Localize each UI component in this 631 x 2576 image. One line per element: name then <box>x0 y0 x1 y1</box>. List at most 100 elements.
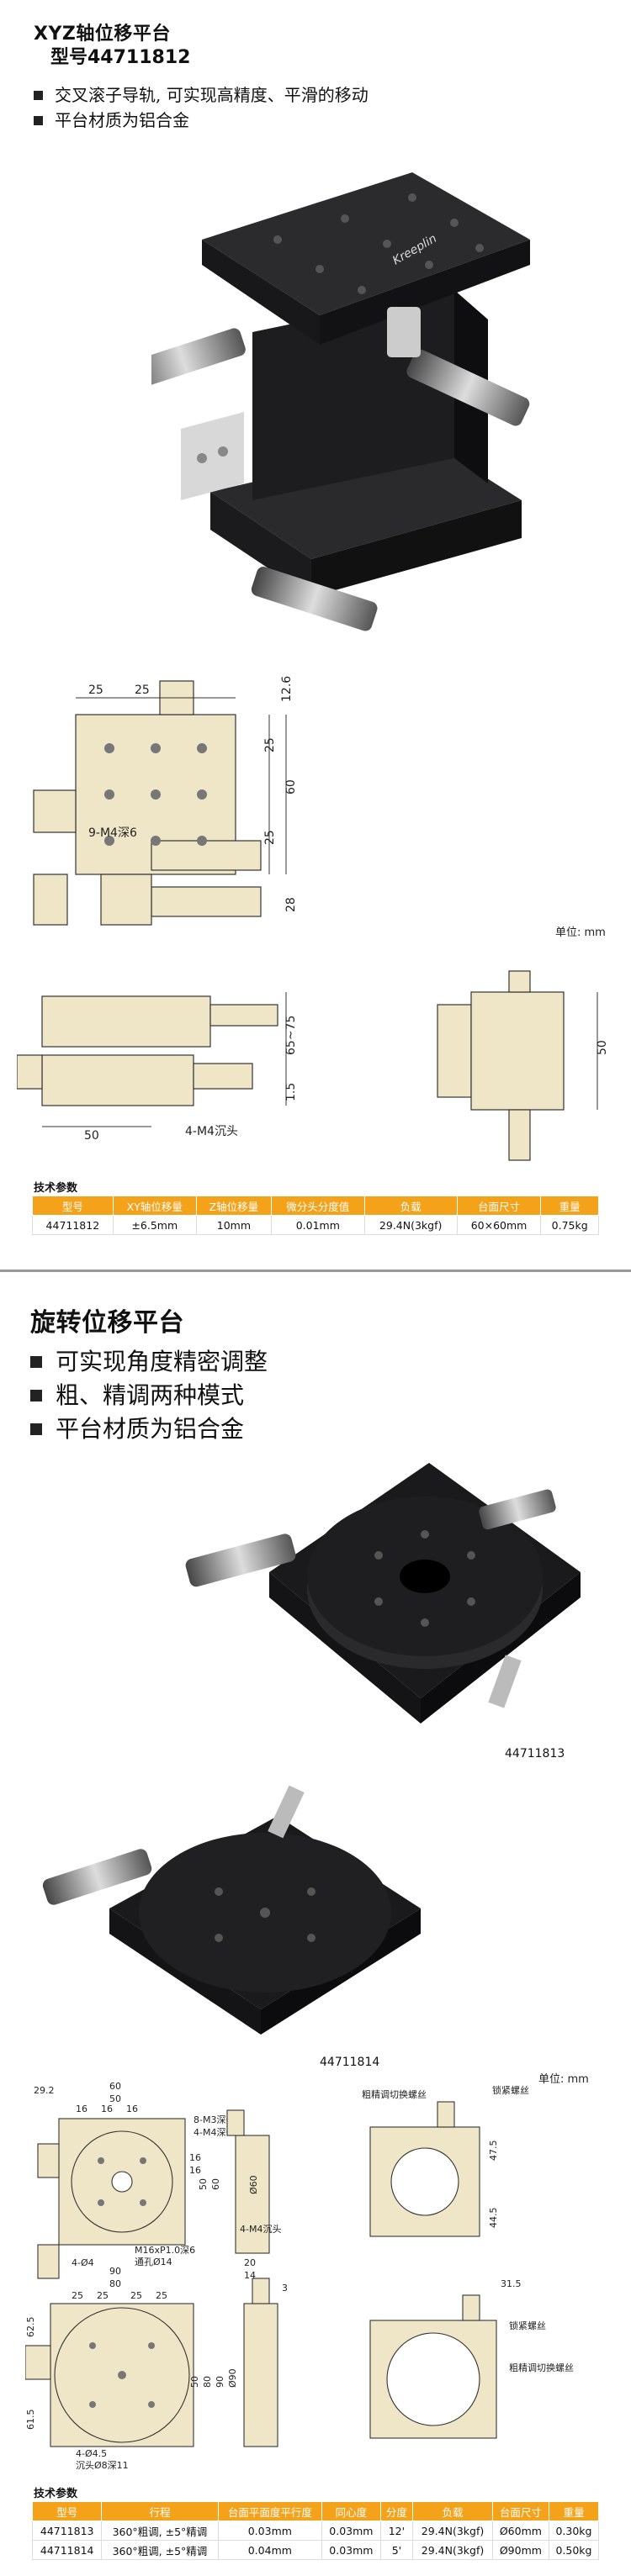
svg-text:25: 25 <box>130 2290 142 2301</box>
table-header: XY轴位移量 <box>112 1196 197 1216</box>
svg-text:16: 16 <box>126 2104 138 2114</box>
section-divider <box>0 1270 631 1272</box>
svg-text:16: 16 <box>189 2165 201 2176</box>
bullet-item: 平台材质为铝合金 <box>34 108 369 133</box>
svg-text:80: 80 <box>202 2376 213 2388</box>
bullet-item: 粗、精调两种模式 <box>30 1379 268 1412</box>
table-header: 台面平面度平行度 <box>217 2501 323 2521</box>
svg-text:3: 3 <box>282 2283 288 2294</box>
svg-text:65~75: 65~75 <box>284 1016 298 1055</box>
table-header: 重量 <box>540 1196 599 1216</box>
svg-text:8-M3深6: 8-M3深6 <box>194 2114 231 2125</box>
svg-text:16: 16 <box>189 2152 201 2163</box>
svg-text:62.5: 62.5 <box>25 2317 36 2338</box>
section2-table-title: 技术参数 <box>34 2488 78 2500</box>
section1-bullets: 交叉滚子导轨, 可实现高精度、平滑的移动 平台材质为铝合金 <box>34 82 369 133</box>
svg-text:50: 50 <box>198 2178 209 2190</box>
svg-text:9-M4深6: 9-M4深6 <box>88 826 137 840</box>
table-header: Z轴位移量 <box>195 1196 272 1216</box>
table-header: 分度 <box>379 2501 414 2521</box>
svg-text:31.5: 31.5 <box>501 2278 522 2289</box>
section1-unit: 单位: mm <box>555 926 606 939</box>
svg-text:20: 20 <box>244 2257 256 2268</box>
xyz-stage-photo: Kreeplin <box>151 172 530 631</box>
table-header: 台面尺寸 <box>456 1196 542 1216</box>
rotary-stage-photo-2 <box>42 1785 421 2035</box>
rotary-stage-photo-1 <box>185 1463 581 1723</box>
svg-text:25: 25 <box>263 737 277 752</box>
bullet-square-icon <box>30 1390 42 1401</box>
section1-spec-table: 型号 XY轴位移量 Z轴位移量 微分头分度值 负载 台面尺寸 重量 447118… <box>32 1196 599 1235</box>
table-header: 行程 <box>101 2501 219 2521</box>
svg-text:50: 50 <box>596 1040 609 1055</box>
section1-model: 型号44711812 <box>50 47 191 68</box>
svg-text:25: 25 <box>135 684 150 697</box>
svg-text:16: 16 <box>101 2104 113 2114</box>
section2-spec-table: 型号 行程 台面平面度平行度 同心度 分度 负载 台面尺寸 重量 4471181… <box>31 2501 600 2560</box>
svg-text:12.6: 12.6 <box>280 676 294 702</box>
rotary-technical-drawing: 29.2 60 50 16 16 16 8-M3深6 4-M4深6 16 16 … <box>25 2081 574 2471</box>
table-header: 台面尺寸 <box>491 2501 549 2521</box>
table-header: 负载 <box>412 2501 493 2521</box>
table-header: 型号 <box>31 2501 103 2521</box>
table-header: 负载 <box>363 1196 458 1216</box>
svg-text:50: 50 <box>84 1129 99 1143</box>
svg-text:1.5: 1.5 <box>284 1083 298 1101</box>
svg-text:90: 90 <box>109 2266 121 2277</box>
svg-text:4-M4沉头: 4-M4沉头 <box>185 1125 238 1138</box>
table-header: 型号 <box>32 1196 114 1216</box>
bullet-item: 交叉滚子导轨, 可实现高精度、平滑的移动 <box>34 82 369 108</box>
svg-text:25: 25 <box>156 2290 167 2301</box>
svg-text:29.2: 29.2 <box>34 2085 55 2096</box>
svg-text:通孔Ø14: 通孔Ø14 <box>135 2257 172 2267</box>
table-header: 同心度 <box>321 2501 381 2521</box>
svg-text:4-M4沉头: 4-M4沉头 <box>240 2224 281 2235</box>
table-header: 微分头分度值 <box>270 1196 365 1216</box>
svg-text:80: 80 <box>109 2278 121 2289</box>
svg-text:25: 25 <box>88 684 103 697</box>
svg-text:60: 60 <box>109 2081 121 2092</box>
svg-text:50: 50 <box>109 2093 121 2104</box>
svg-text:4-Ø4.5: 4-Ø4.5 <box>76 2448 107 2459</box>
bullet-item: 可实现角度精密调整 <box>30 1345 268 1379</box>
svg-text:47.5: 47.5 <box>488 2141 499 2162</box>
svg-text:28: 28 <box>284 897 298 912</box>
svg-text:4-Ø4: 4-Ø4 <box>72 2257 94 2268</box>
section2-title: 旋转位移平台 <box>30 1308 184 1338</box>
svg-text:锁紧螺丝: 锁紧螺丝 <box>509 2320 546 2331</box>
bullet-item: 平台材质为铝合金 <box>30 1412 268 1446</box>
svg-text:16: 16 <box>76 2104 87 2114</box>
svg-text:25: 25 <box>97 2290 109 2301</box>
table-header: 重量 <box>548 2501 600 2521</box>
svg-text:沉头Ø8深11: 沉头Ø8深11 <box>76 2460 129 2471</box>
svg-text:60: 60 <box>210 2178 221 2190</box>
section2-bullets: 可实现角度精密调整 粗、精调两种模式 平台材质为铝合金 <box>30 1345 268 1446</box>
svg-text:44.5: 44.5 <box>488 2208 499 2229</box>
svg-text:M16xP1.0深6: M16xP1.0深6 <box>135 2245 195 2256</box>
photo-caption-44711814: 44711814 <box>320 2056 380 2069</box>
svg-text:25: 25 <box>263 830 277 845</box>
section2-unit: 单位: mm <box>538 2073 589 2086</box>
svg-text:粗精调切换螺丝: 粗精调切换螺丝 <box>362 2088 427 2100</box>
svg-text:Ø90: Ø90 <box>227 2368 238 2388</box>
bullet-square-icon <box>34 115 43 125</box>
svg-text:14: 14 <box>244 2270 256 2281</box>
photo-caption-44711813: 44711813 <box>505 1747 565 1760</box>
svg-text:61.5: 61.5 <box>25 2410 36 2431</box>
xyz-technical-drawing: 25 25 12.6 25 60 25 28 9-M4深6 65~75 1.5 … <box>17 676 609 1161</box>
svg-text:4-M4深6: 4-M4深6 <box>194 2127 231 2138</box>
svg-text:Ø60: Ø60 <box>248 2175 259 2194</box>
svg-text:25: 25 <box>72 2290 83 2301</box>
bullet-square-icon <box>34 90 43 100</box>
bullet-square-icon <box>30 1356 42 1368</box>
section1-title: XYZ轴位移平台 <box>34 24 171 45</box>
bullet-square-icon <box>30 1423 42 1435</box>
section1-table-title: 技术参数 <box>34 1182 78 1195</box>
svg-text:锁紧螺丝: 锁紧螺丝 <box>492 2084 529 2096</box>
svg-text:90: 90 <box>215 2376 225 2388</box>
svg-text:粗精调切换螺丝: 粗精调切换螺丝 <box>509 2362 574 2373</box>
svg-text:50: 50 <box>189 2376 200 2388</box>
